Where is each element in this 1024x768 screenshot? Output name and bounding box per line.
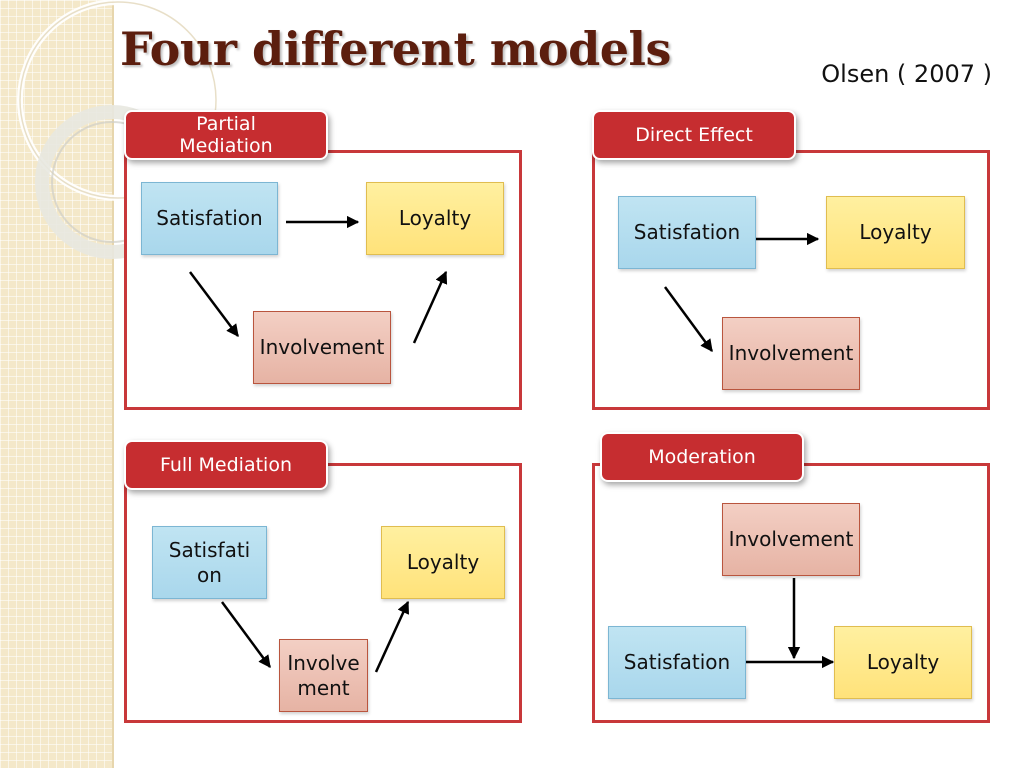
node-involvement: Involvement xyxy=(253,311,391,384)
panel-label-partial-mediation: Partial Mediation xyxy=(126,112,326,158)
decorative-side-strip xyxy=(0,0,114,768)
slide-title: Four different models xyxy=(120,22,671,76)
node-satisfaction: Satisfation xyxy=(618,196,756,269)
node-satisfaction: Satisfation xyxy=(608,626,746,699)
node-loyalty: Loyalty xyxy=(366,182,504,255)
node-loyalty: Loyalty xyxy=(826,196,965,269)
citation: Olsen ( 2007 ) xyxy=(821,60,992,88)
node-loyalty: Loyalty xyxy=(834,626,972,699)
node-satisfaction: Satisfation xyxy=(141,182,278,255)
panel-label-direct-effect: Direct Effect xyxy=(594,112,794,158)
node-loyalty: Loyalty xyxy=(381,526,505,599)
node-involvement: Involvement xyxy=(279,639,368,712)
node-satisfaction: Satisfation xyxy=(152,526,267,599)
node-involvement: Involvement xyxy=(722,317,860,390)
node-involvement: Involvement xyxy=(722,503,860,576)
panel-label-moderation: Moderation xyxy=(602,434,802,480)
panel-label-full-mediation: Full Mediation xyxy=(126,442,326,488)
